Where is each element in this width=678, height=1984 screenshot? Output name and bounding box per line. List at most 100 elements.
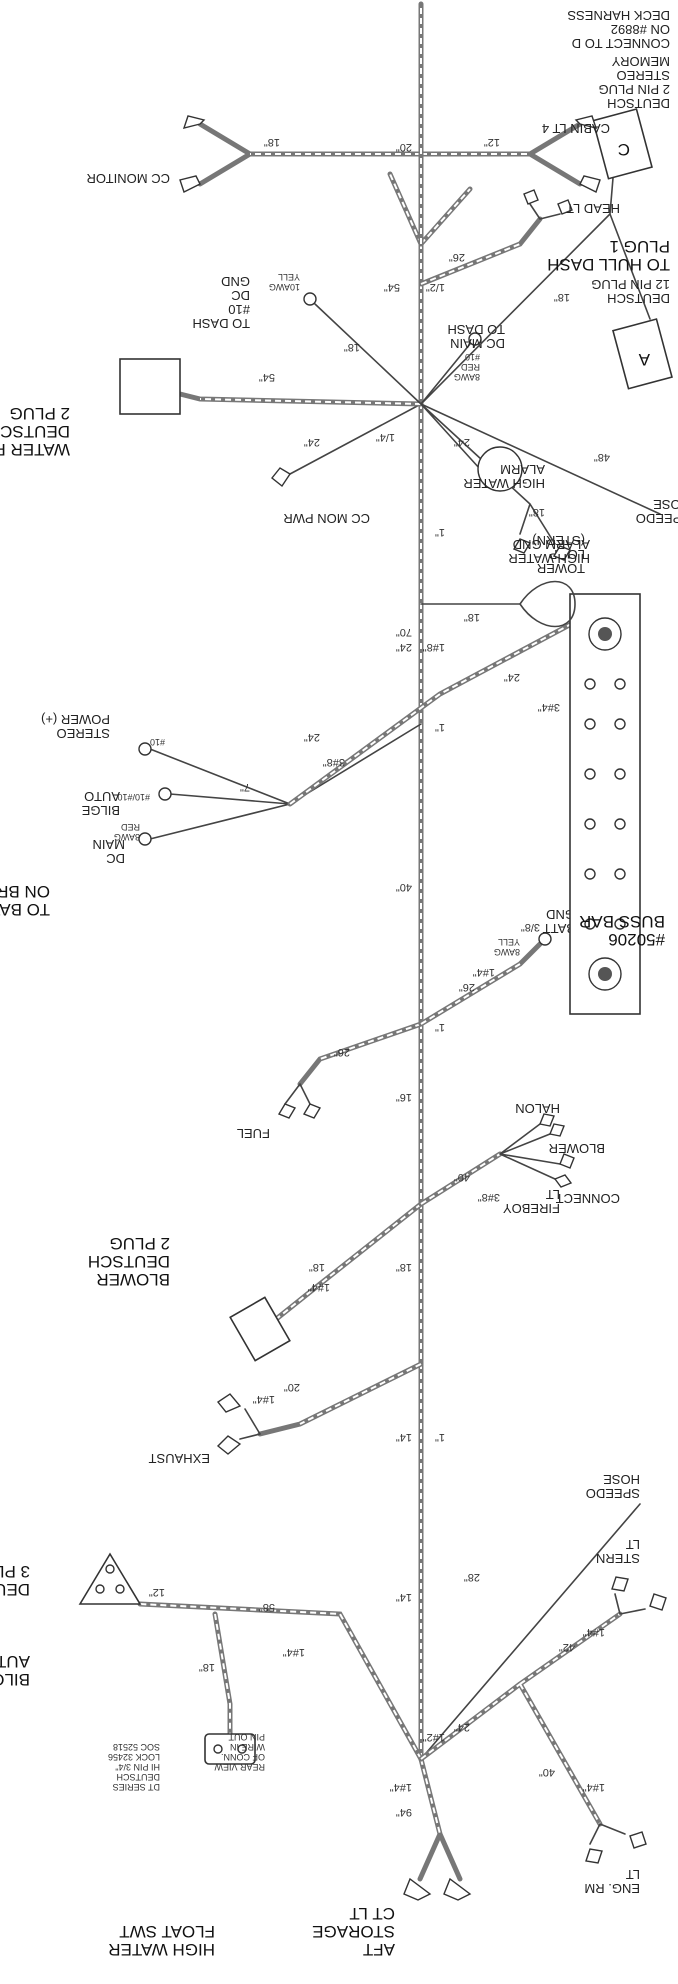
label-to-dash-gnd: TO DASH #10 DC GND (189, 274, 250, 331)
pin-icon (105, 1564, 115, 1574)
label-high-water-float: HIGH WATER FLOAT SWT (104, 1922, 215, 1959)
batt-gnd-size: 3/8" (521, 921, 540, 933)
gauge-142: 1#2" (423, 1731, 445, 1743)
connector-icon (216, 1393, 242, 1413)
dim-26: 26" (334, 1046, 350, 1058)
buss-bar (569, 593, 641, 1015)
connector-icon (574, 115, 598, 129)
batt-sw-branch: TO BATT SW ON BRKR PNL DC MAIN 8AWG RED … (0, 712, 422, 919)
label-connect: CONNECT (556, 1191, 620, 1206)
dim-18: 18" (464, 611, 480, 623)
dim-26: 26" (449, 251, 465, 263)
label-cc-mon-pwr: CC MON PWR (283, 511, 370, 526)
aft-storage-branch: AFT STORAGE CT LT 94" (312, 1756, 472, 1959)
dim-14b: 14" (396, 1431, 412, 1443)
label-high-water-alarm: HIGH WATER ALARM (460, 462, 545, 491)
ring-terminal-icon (138, 832, 152, 846)
gauge-14: 1#4" (583, 1781, 605, 1793)
connector-icon (557, 199, 573, 215)
blower-deutsch-branch: BLOWER DEUTSCH 2 PLUG 18" 1#4" (88, 1201, 424, 1362)
dim-18: 18" (199, 1661, 215, 1673)
dim-7: 7" (240, 781, 250, 793)
dim-24: 24" (454, 436, 470, 448)
connector-icon (403, 1877, 432, 1901)
dim-48: 48" (594, 451, 610, 463)
dim-1d: 1" (435, 526, 445, 538)
gauge-14: 1#4" (283, 1646, 305, 1658)
deutsch-2pin-box (592, 108, 653, 180)
connector-icon (579, 175, 601, 193)
label-cc-monitor: CC MONITOR (86, 171, 170, 186)
label-fuel: FUEL (237, 1126, 270, 1141)
label-halon: HALON (515, 1101, 560, 1116)
dim-94: 94" (396, 1806, 412, 1818)
float-switch-connector (204, 1733, 256, 1765)
exhaust-branch: EXHAUST 20" 1#4" (149, 1361, 424, 1466)
high-water-float-branch: HIGH WATER FLOAT SWT DT SERIES DEUTSCH H… (104, 1611, 265, 1959)
dim-1c: 1" (435, 721, 445, 733)
label-deutsch-2pin: DEUTSCH 2 PIN PLUG STEREO MEMORY (595, 54, 670, 111)
speedo-hose-aft-branch: SPEEDO HOSE 28" (420, 1472, 641, 1760)
high-water-alarm-icon (477, 446, 523, 492)
dim-24: 24" (454, 1721, 470, 1733)
eng-stern-branch: ENG. RM LT STERN LT 24" 40" 42" 1#2" 1#4… (390, 1537, 667, 1896)
label-water-pump: WATER PUMP DEUTSCH 2 PLUG (0, 404, 70, 459)
halon-blower-branch: HALON BLOWER CONNECT FIREBOY LT 40" 3#8" (418, 1101, 620, 1216)
batt-gnd-branch: BATT GND 8AWG YELL 3/8" 26" 1#4" (418, 907, 575, 1027)
label-bilge-auto-mid-wire: #10/#10 (117, 792, 150, 802)
connector-icon (611, 1576, 629, 1592)
label-stern-lt: STERN LT (592, 1537, 640, 1566)
connector-icon (271, 467, 291, 488)
connector-icon (512, 538, 532, 554)
pin-icon (115, 1584, 125, 1594)
dim-42: 42" (559, 1641, 575, 1653)
dim-18-trunk: 18" (396, 1261, 412, 1273)
label-speedo-hose-aft: SPEEDO HOSE (582, 1472, 640, 1501)
label-blower: BLOWER (549, 1141, 605, 1156)
connector-icon (302, 1103, 322, 1119)
dim-12: 12" (484, 136, 500, 148)
gauge-38: 3#8" (478, 1191, 500, 1203)
dash-branches: TO DASH #10 DC GND 10AWG YELL 18" DC MAI… (189, 8, 673, 405)
dim-40: 40" (454, 1171, 470, 1183)
dim-28: 28" (464, 1571, 480, 1583)
deutsch-12pin-box (612, 318, 673, 390)
dim-54: 54" (259, 371, 275, 383)
triangle-connector (78, 1552, 142, 1605)
dim-24a: 24" (396, 641, 412, 653)
dim-18: 18" (344, 341, 360, 353)
dim-14q: 1/4" (376, 431, 395, 443)
ring-terminal-icon (303, 292, 317, 306)
dim-54-trunk: 54" (384, 281, 400, 293)
connector-icon (629, 1831, 647, 1849)
label-connect-to: CONNECT TO D ON #8892 DECK HARNESS (567, 8, 670, 51)
dim-40-trunk: 40" (396, 881, 412, 893)
connector-icon (182, 115, 206, 129)
main-trunk (387, 171, 473, 1762)
gauge-14: 1#4" (583, 1626, 605, 1638)
label-batt-gnd-wire: 8AWG YELL (491, 937, 520, 957)
gauge-18: 1#8" (423, 641, 445, 653)
label-exhaust: EXHAUST (149, 1451, 210, 1466)
label-stereo-power: STEREO POWER (+) (41, 712, 110, 741)
label-buss-bar: #50206 BUSS BAR (579, 912, 665, 949)
dim-1b: 1" (435, 1021, 445, 1033)
fuel-branch: FUEL 26" (237, 1021, 424, 1141)
dim-24: 24" (504, 671, 520, 683)
water-pump-connector (119, 358, 181, 415)
label-to-hull-dash: TO HULL DASH PLUG 1 (542, 237, 670, 274)
connector-icon (585, 1848, 603, 1864)
label-speedo-hose-fwd: SPEEDO HOSE (632, 497, 678, 526)
dim-20-trunk: 20" (396, 141, 412, 153)
connector-icon (179, 175, 201, 193)
gauge-14: 1#4" (473, 966, 495, 978)
label-bilge-auto-mid: BILGE AUTO (78, 789, 120, 818)
ring-terminal-icon (468, 332, 482, 346)
dim-18: 18" (309, 1261, 325, 1273)
ring-terminal-icon (158, 787, 172, 801)
label-dt-series: DT SERIES DEUTSCH HI PIN 3/4" LOCK 32456… (105, 1742, 160, 1792)
label-high-water-alarm-gnd: HIGH WATER ALARM GND (505, 537, 590, 566)
connector-icon (216, 1435, 242, 1455)
trunk-dimensions: 14" 14" 1" 18" 16" 1" 40" 1" 24" 70" 1#8… (384, 141, 445, 1603)
